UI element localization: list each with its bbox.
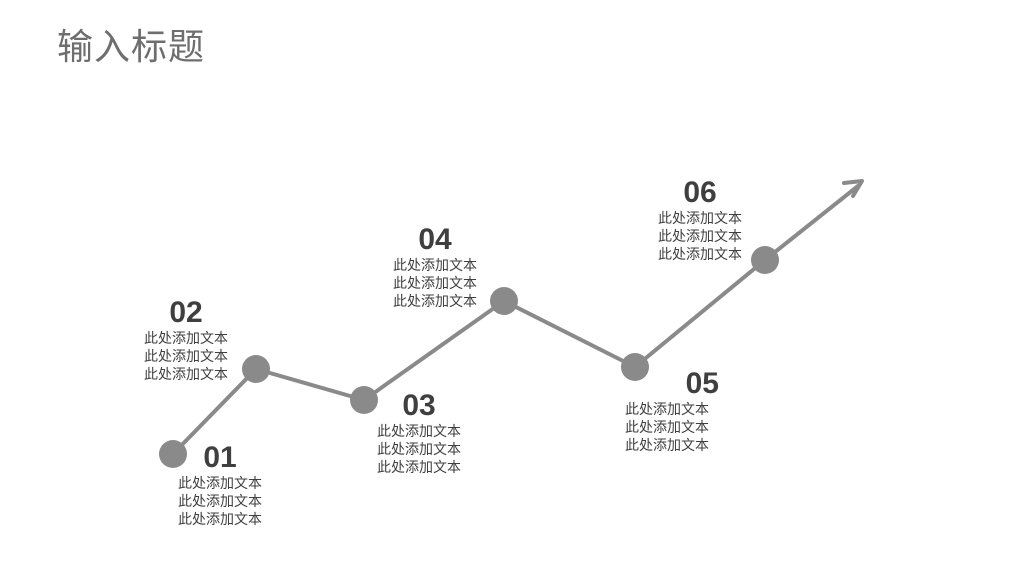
- step-text-line: 此处添加文本: [144, 331, 228, 347]
- step-text-line: 此处添加文本: [377, 460, 461, 476]
- step-label-01: 01 此处添加文本 此处添加文本 此处添加文本: [140, 441, 300, 529]
- step-node-01: [159, 440, 187, 468]
- step-label-04: 04 此处添加文本 此处添加文本 此处添加文本: [355, 223, 515, 311]
- arrow-head-icon: [842, 179, 864, 198]
- step-text-line: 此处添加文本: [393, 276, 477, 292]
- step-text-line: 此处添加文本: [178, 476, 262, 492]
- step-text-line: 此处添加文本: [144, 367, 228, 383]
- step-text-line: 此处添加文本: [178, 494, 262, 510]
- step-text-line: 此处添加文本: [625, 420, 709, 436]
- step-node-05: [621, 353, 649, 381]
- step-text-line: 此处添加文本: [625, 438, 709, 454]
- step-text-line: 此处添加文本: [393, 258, 477, 274]
- step-number: 05: [685, 367, 719, 400]
- step-number: 06: [683, 176, 717, 209]
- step-number: 03: [402, 389, 436, 422]
- step-number: 02: [169, 296, 203, 329]
- step-node-03: [350, 386, 378, 414]
- step-text-line: 此处添加文本: [658, 247, 742, 263]
- step-number: 01: [203, 441, 237, 474]
- step-text-line: 此处添加文本: [625, 402, 709, 418]
- step-label-03: 03 此处添加文本 此处添加文本 此处添加文本: [339, 389, 499, 477]
- step-text-line: 此处添加文本: [393, 294, 477, 310]
- step-node-06: [751, 246, 779, 274]
- step-label-02: 02 此处添加文本 此处添加文本 此处添加文本: [106, 296, 266, 384]
- step-text-line: 此处添加文本: [144, 349, 228, 365]
- step-node-02: [242, 355, 270, 383]
- step-text-line: 此处添加文本: [377, 424, 461, 440]
- step-label-05: 05 此处添加文本 此处添加文本 此处添加文本: [587, 367, 747, 455]
- step-node-04: [490, 287, 518, 315]
- step-number: 04: [418, 223, 452, 256]
- page-title: 输入标题: [57, 27, 206, 68]
- step-text-line: 此处添加文本: [377, 442, 461, 458]
- step-text-line: 此处添加文本: [658, 229, 742, 245]
- step-text-line: 此处添加文本: [178, 512, 262, 528]
- step-text-line: 此处添加文本: [658, 211, 742, 227]
- step-label-06: 06 此处添加文本 此处添加文本 此处添加文本: [620, 176, 780, 264]
